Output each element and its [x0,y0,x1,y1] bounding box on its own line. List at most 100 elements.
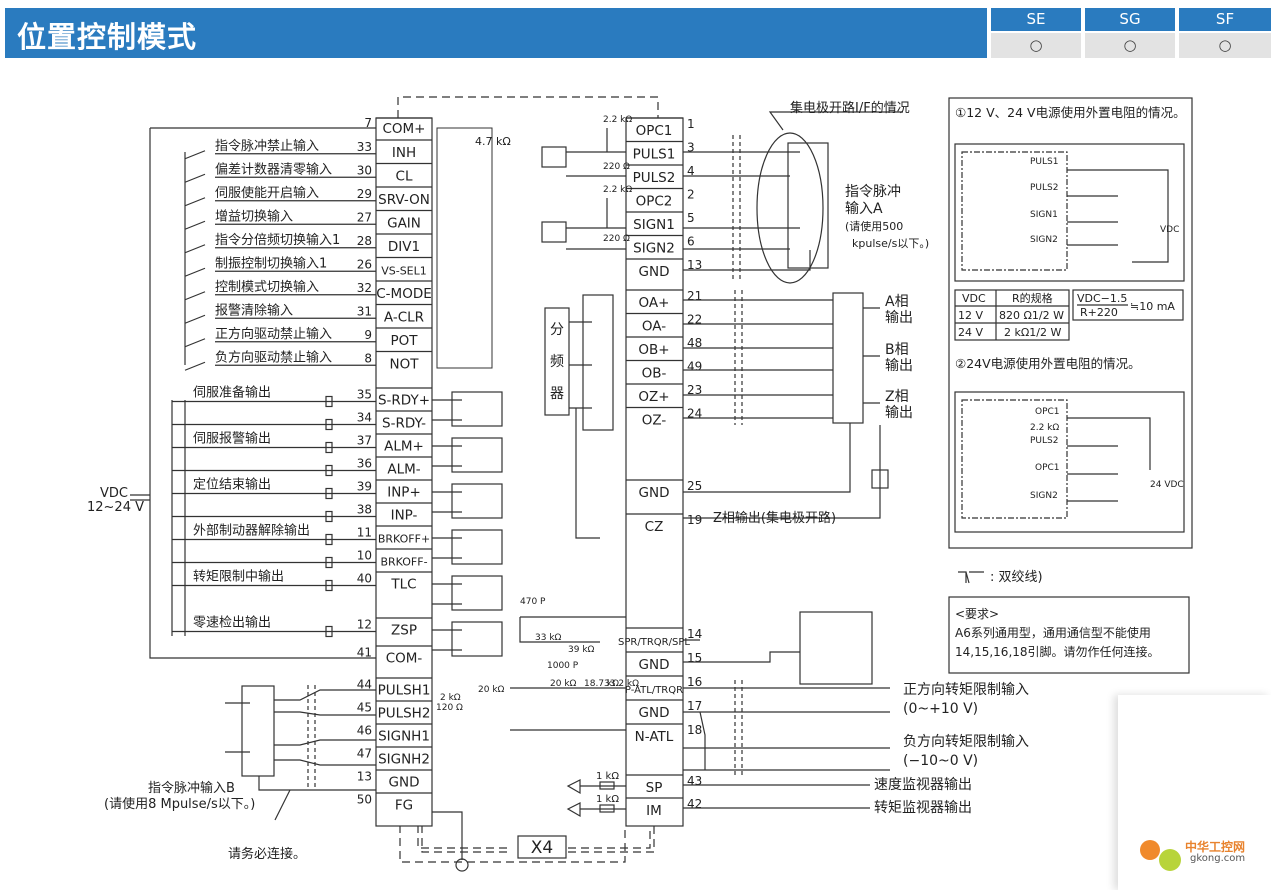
model-column: SF ○ [1179,8,1271,58]
pin-signal: OB- [642,366,667,382]
pin-number: 32 [357,281,372,295]
pin-signal: INP- [391,508,418,524]
pin-number: 40 [357,572,372,586]
optocoupler-box [451,621,503,657]
requirement-title: <要求> [955,607,999,621]
pin-signal: CL [396,168,413,184]
pin-number: 49 [687,360,702,374]
input-label: 报警清除输入 [215,302,293,318]
pin-number: 47 [357,747,372,761]
r-spec-table [954,289,1070,341]
pin-number: 11 [357,526,372,540]
pin-signal: S-RDY+ [378,393,430,409]
pin-signal: INH [392,145,416,161]
optocoupler-box [451,391,503,427]
case2-label: PULS2 [1030,436,1058,446]
pin-number: 43 [687,774,702,788]
optocoupler-wire [432,491,462,513]
relay-coil [325,533,333,546]
pulse-b-note: (请使用8 Mpulse/s以下。) [104,796,255,812]
optocoupler-wire [432,629,462,651]
pin-signal: NOT [390,356,420,372]
input-label: 控制模式切换输入 [215,279,319,295]
pin-signal: BRKOFF- [380,556,427,569]
pin-signal: P-ATL/TRQR [625,685,683,696]
pin-number: 25 [687,479,702,493]
pin-signal: IM [646,803,662,819]
page-header: 位置控制模式 [5,8,987,58]
pin-signal: ALM- [387,462,420,478]
input-label: 指令分倍频切换输入1 [215,232,340,248]
pin-number: 1 [687,117,695,131]
component-label: 1000 P [547,661,579,671]
case2-label: OPC1 [1035,463,1060,473]
pin-signal: OA- [642,319,666,335]
case2-label: 24 VDC [1150,480,1184,490]
x4-connector-box [517,835,567,859]
pin-number: 10 [357,549,372,563]
negative-torque-range: (−10~0 V) [903,753,978,769]
pin-signal: ALM+ [384,439,424,455]
model-name: SE [991,8,1081,31]
component-label: 18.7 kΩ [584,679,619,689]
pin-number: 28 [357,234,372,248]
pin-number: 27 [357,210,372,224]
model-supported: ○ [1179,33,1271,58]
requirement-box [948,596,1190,674]
output-label: 定位结束输出 [193,477,271,493]
pin-signal: OZ+ [638,389,669,405]
output-label: 伺服报警输出 [193,431,271,447]
left-connector-block [375,117,433,827]
case2-title: ②24V电源使用外置电阻的情况。 [955,356,1141,371]
pulse-a-label: 输入A [845,201,883,217]
pulse-a-input-circuit [541,128,626,250]
case2-diagram [954,391,1185,533]
pin-signal: SIGNH1 [378,729,430,745]
phase-z-label: Z相 [885,389,909,405]
pin-number: 30 [357,163,372,177]
torque-monitor-label: 转矩监视器输出 [874,800,972,816]
pin-number: 37 [357,434,372,448]
x4-connector-label: X4 [531,838,553,858]
table-cell: 2 kΩ1/2 W [1004,326,1061,339]
pin-signal: GND [639,705,670,721]
input-label: 制振控制切换输入1 [215,255,327,271]
optocoupler-wire [432,583,462,605]
divider-label: 器 [550,386,564,402]
pin-number: 22 [687,313,702,327]
formula-numerator: VDC−1.5 [1077,292,1127,305]
switch-contact [184,197,376,207]
pulse-a-label: 指令脉冲 [845,184,901,200]
open-collector-note: 集电极开路I/F的情况 [790,100,910,116]
table-header: R的规格 [1012,291,1053,305]
relay-coil [325,395,333,408]
pin-number: 9 [364,328,372,342]
page-title: 位置控制模式 [17,20,198,54]
pin-number: 44 [357,678,372,692]
pin-signal: SIGN1 [633,217,675,233]
relay-coil [325,441,333,454]
resistor-label: 2.2 kΩ [603,185,632,195]
pin-signal: GND [639,485,670,501]
resistor-label: 120 Ω [436,703,463,713]
pin-number: 41 [357,646,372,660]
case1-label: VDC [1160,225,1179,235]
pin-number: 46 [357,724,372,738]
resistor-label: 2 kΩ [440,693,461,703]
monitor-resistor: 1 kΩ [596,794,619,805]
pin-number: 39 [357,480,372,494]
model-name: SF [1179,8,1271,31]
pin-signal: POT [390,333,418,349]
requirement-text: 14,15,16,18引脚。请勿作任何连接。 [955,644,1160,659]
pin-number: 29 [357,187,372,201]
pin-number: 21 [687,289,702,303]
pin-number: 14 [687,627,702,641]
relay-coil [325,625,333,638]
optocoupler-box [451,575,503,611]
input-label: 正方向驱动禁止输入 [215,326,332,342]
watermark-name: 中华工控网 [1185,840,1246,854]
divider-label: 分 [550,322,564,338]
model-support-table: SE ○ SG ○ SF ○ [991,8,1271,58]
monitor-resistor: 1 kΩ [596,771,619,782]
pin-signal: ZSP [391,623,417,639]
